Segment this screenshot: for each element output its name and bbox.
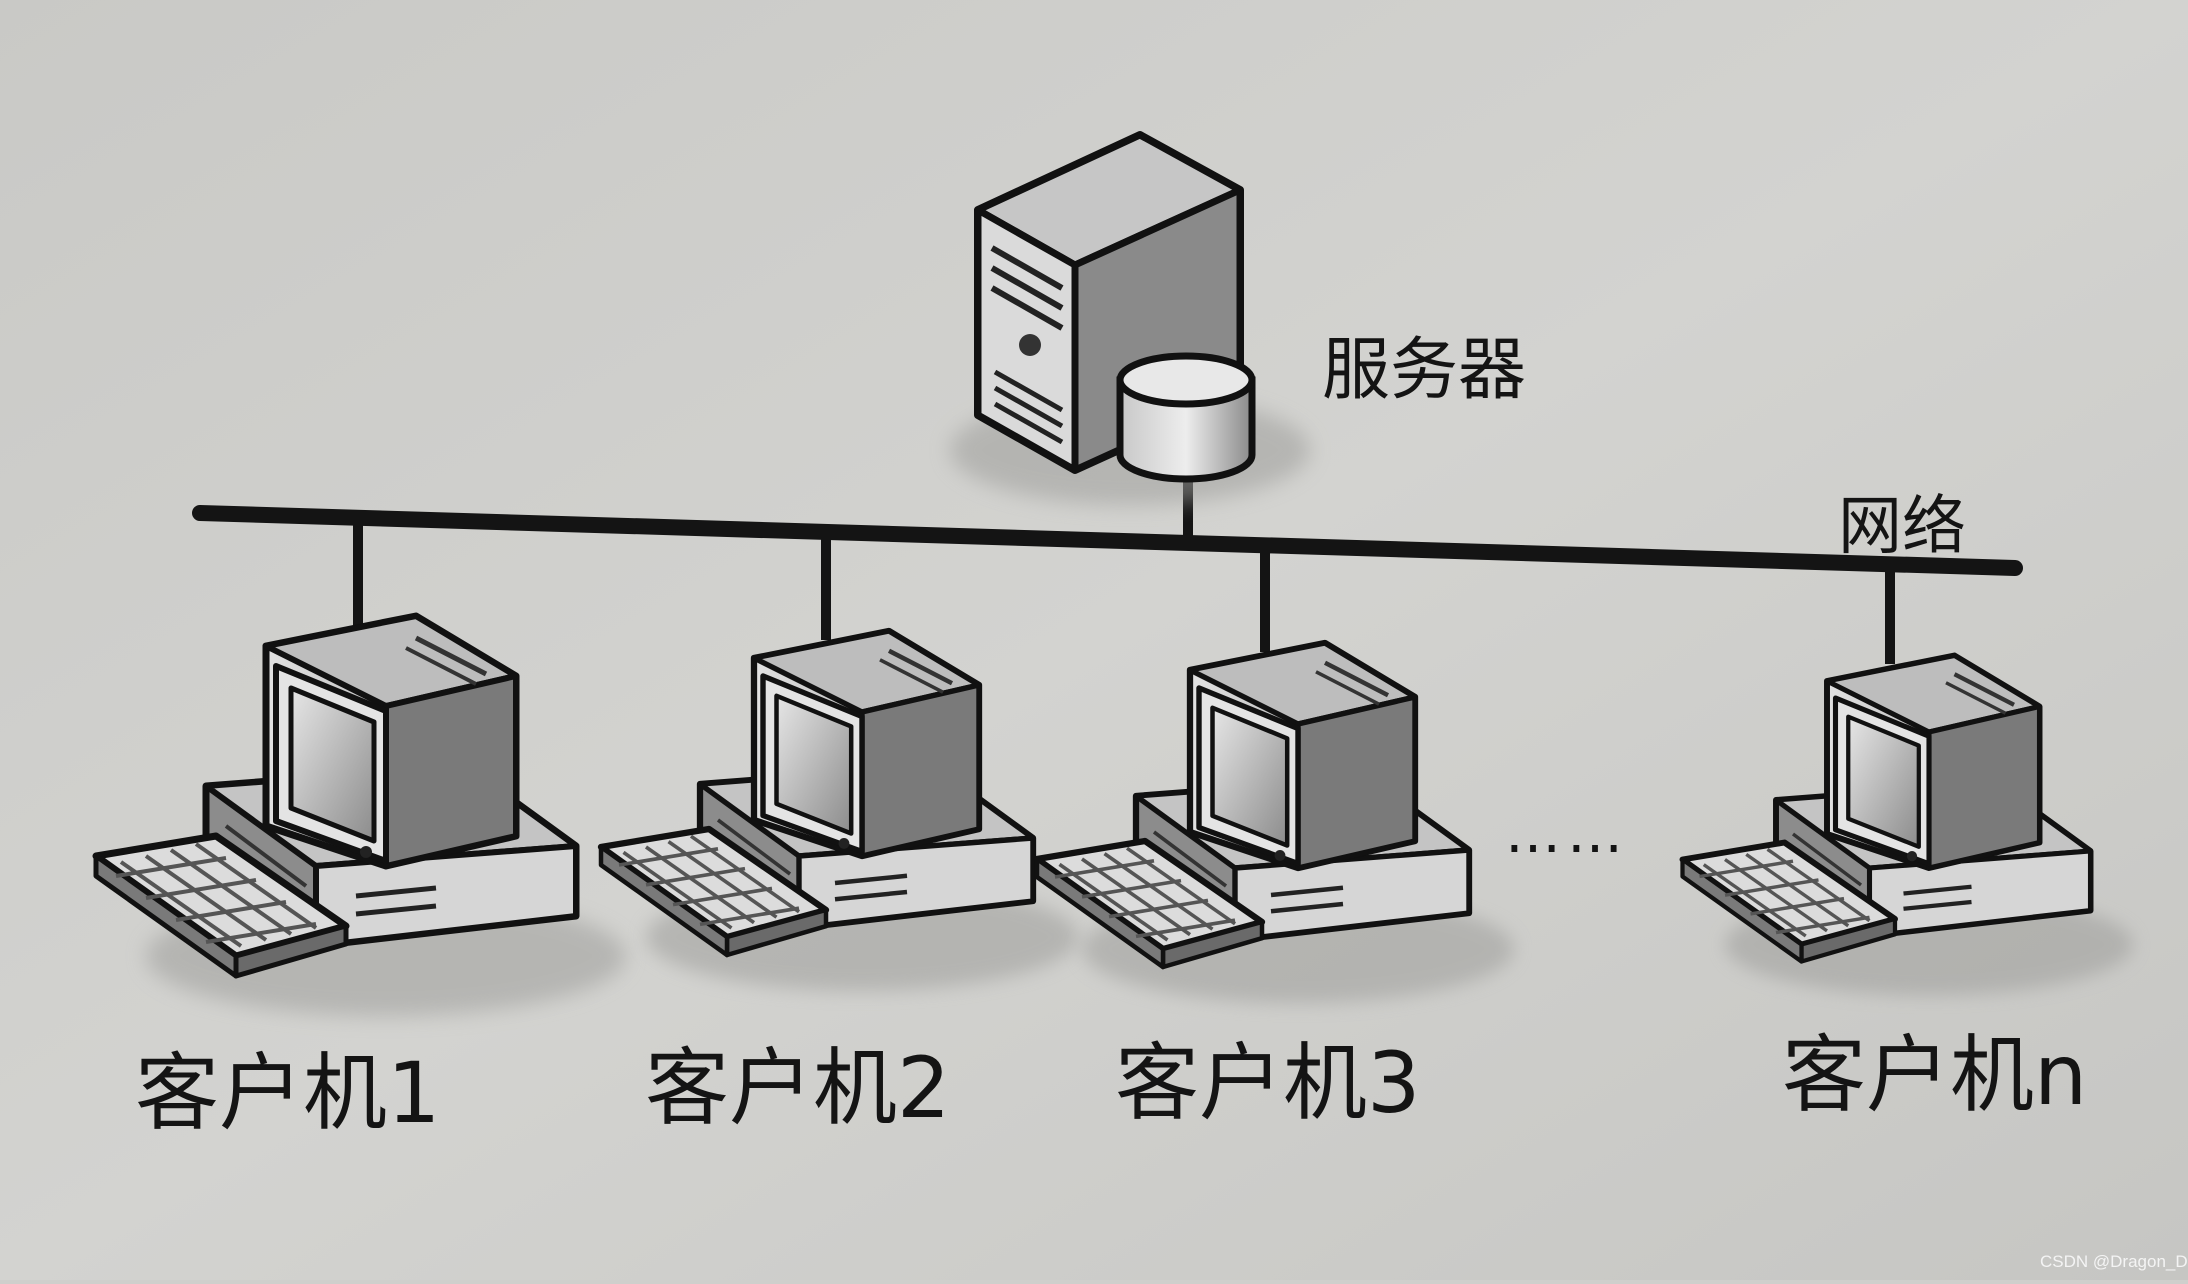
client-n-label: 客户机n	[1782, 1026, 2087, 1124]
network-bus	[192, 505, 2023, 576]
watermark: CSDN @Dragon_D.	[2040, 1252, 2188, 1271]
client-3-label: 客户机3	[1115, 1034, 1420, 1132]
database-cylinder	[1116, 376, 1256, 483]
client-2-label: 客户机2	[645, 1039, 950, 1137]
server-label: 服务器	[1322, 331, 1526, 410]
server-icon	[950, 131, 1310, 505]
ellipsis: ……	[1505, 801, 1629, 866]
client-1-label: 客户机1	[135, 1044, 440, 1142]
network-label: 网络	[1838, 490, 1966, 564]
